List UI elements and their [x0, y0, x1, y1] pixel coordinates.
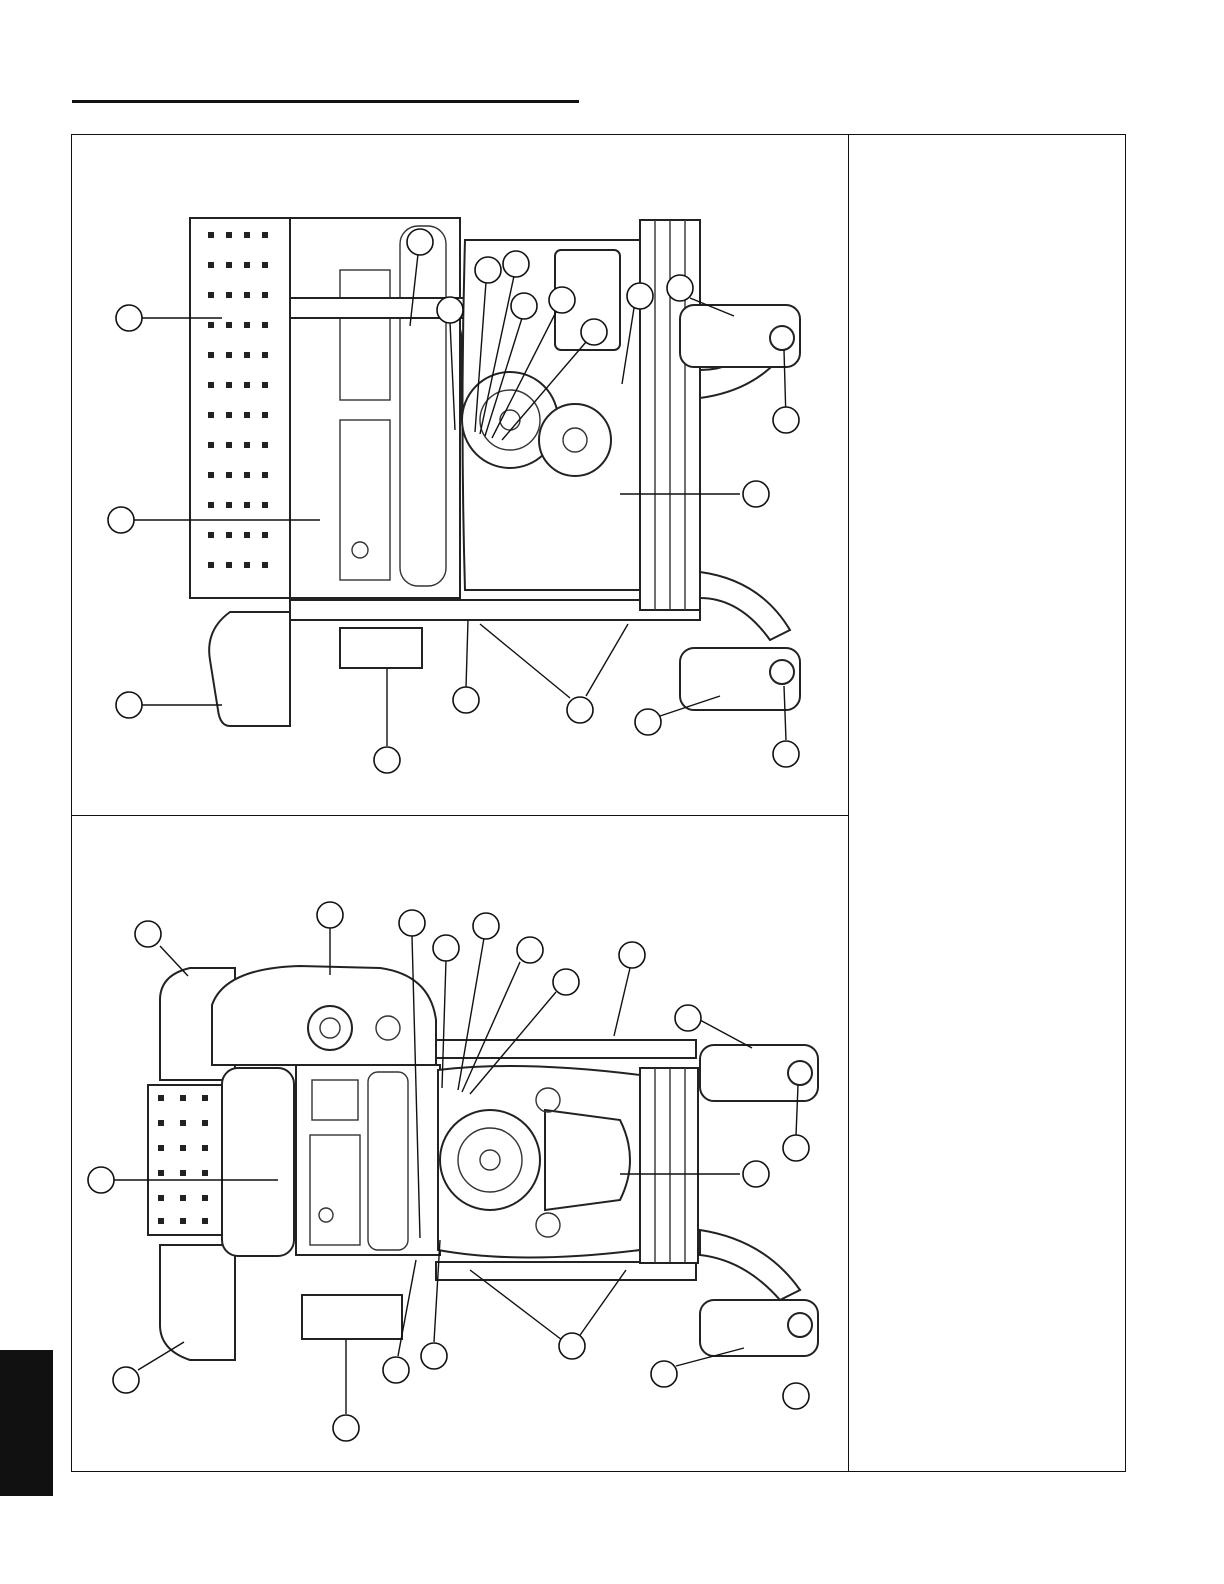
callout-marker	[421, 1343, 447, 1369]
caster-arm-lower	[700, 1230, 800, 1300]
callout-marker	[333, 1415, 359, 1441]
section-tab	[0, 1350, 53, 1496]
top-view-illustration	[73, 136, 847, 814]
engine-fan-screen	[440, 1110, 540, 1210]
frame-rail-lower	[290, 600, 700, 620]
callout-marker	[635, 709, 661, 735]
callout-marker	[619, 942, 645, 968]
callout-marker	[743, 1161, 769, 1187]
engine-shroud-cover	[545, 1110, 630, 1210]
callout-marker	[773, 407, 799, 433]
fuel-cap	[308, 1006, 352, 1050]
callout-marker	[116, 305, 142, 331]
callout-marker	[567, 697, 593, 723]
caster-arm-lower	[700, 572, 790, 640]
callout-marker	[517, 937, 543, 963]
callout-marker	[783, 1135, 809, 1161]
hitch-bracket	[340, 628, 422, 668]
callout-marker	[549, 287, 575, 313]
hitch-bracket	[302, 1295, 402, 1339]
callout-marker	[383, 1357, 409, 1383]
callout-marker	[433, 935, 459, 961]
rear-tire-right	[209, 612, 290, 726]
callout-marker	[651, 1361, 677, 1387]
callout-legend-column	[850, 136, 1124, 1470]
callout-marker	[511, 293, 537, 319]
callout-marker	[317, 902, 343, 928]
bottom-view-illustration	[73, 817, 847, 1470]
callout-marker	[627, 283, 653, 309]
callout-marker	[135, 921, 161, 947]
header-rule	[72, 100, 579, 103]
callout-marker	[116, 692, 142, 718]
seat-cushion	[222, 1068, 294, 1256]
foot-plate	[148, 1085, 228, 1235]
figure-top-view	[73, 136, 847, 814]
callout-marker	[453, 687, 479, 713]
rear-tire-right	[160, 1245, 235, 1360]
callout-marker	[374, 747, 400, 773]
column-divider	[848, 134, 849, 1472]
figure-bottom-view	[73, 817, 847, 1470]
front-grille	[640, 1068, 698, 1263]
callout-marker	[743, 481, 769, 507]
callout-marker	[503, 251, 529, 277]
callout-marker	[559, 1333, 585, 1359]
foot-plate	[190, 218, 290, 598]
callout-marker	[437, 297, 463, 323]
callout-marker	[553, 969, 579, 995]
callout-marker	[475, 257, 501, 283]
frame-rail-upper	[436, 1040, 696, 1058]
callout-marker	[108, 507, 134, 533]
callout-marker	[407, 229, 433, 255]
frame-rail-lower	[436, 1262, 696, 1280]
callout-marker	[399, 910, 425, 936]
callout-marker	[675, 1005, 701, 1031]
callout-marker	[88, 1167, 114, 1193]
callout-marker	[773, 741, 799, 767]
pulley	[539, 404, 611, 476]
control-console	[290, 218, 460, 598]
figure-divider	[71, 815, 849, 816]
callout-marker	[473, 913, 499, 939]
callout-marker	[113, 1367, 139, 1393]
callout-marker	[783, 1383, 809, 1409]
callout-marker	[581, 319, 607, 345]
callout-marker	[667, 275, 693, 301]
